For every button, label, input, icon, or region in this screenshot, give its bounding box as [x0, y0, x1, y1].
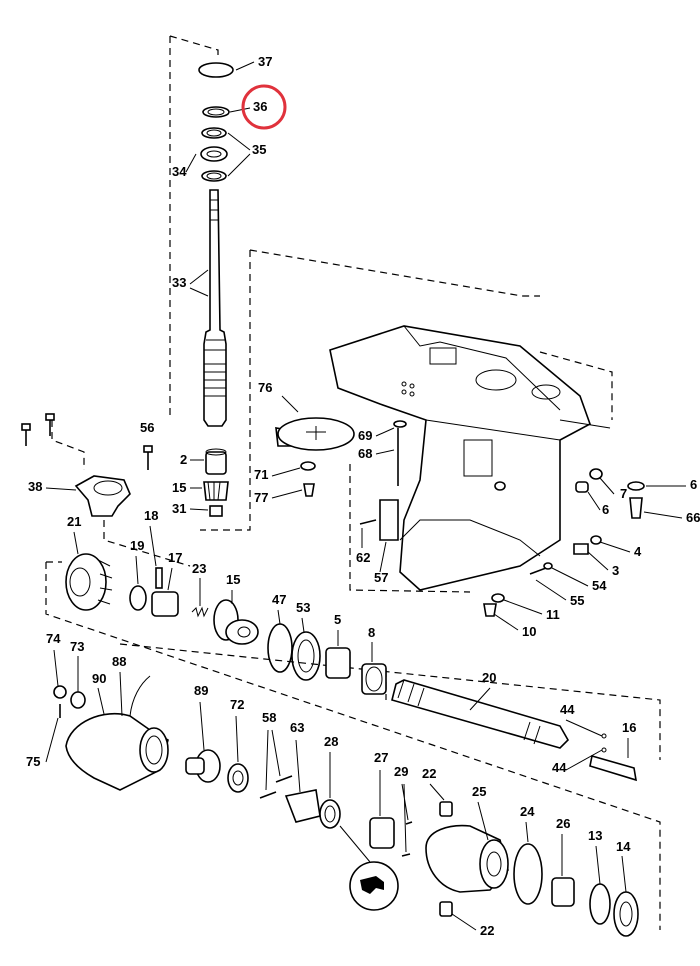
callout-c17: 17 [168, 550, 182, 565]
callout-c44b: 44 [552, 760, 567, 775]
callout-c21: 21 [67, 514, 81, 529]
callout-c26: 26 [556, 816, 570, 831]
callout-c71: 71 [254, 467, 268, 482]
callout-c62: 62 [356, 550, 370, 565]
bearing-carrier-assembly [259, 775, 639, 937]
callout-c6b: 6 [602, 502, 609, 517]
callout-c68: 68 [358, 446, 372, 461]
callout-c53: 53 [296, 600, 310, 615]
callout-c27: 27 [374, 750, 388, 765]
callout-c2: 2 [180, 452, 187, 467]
callout-c56: 56 [140, 420, 154, 435]
callout-c89: 89 [194, 683, 208, 698]
o-ring-24 [513, 843, 543, 905]
bearing-26 [551, 877, 575, 907]
callout-c74: 74 [46, 631, 61, 646]
callout-c34: 34 [172, 164, 187, 179]
callout-c33: 33 [172, 275, 186, 290]
o-ring-37 [198, 62, 234, 78]
callout-c16: 16 [622, 720, 636, 735]
propeller-shaft-20 [391, 679, 638, 782]
drive-shaft-33 [203, 189, 227, 427]
bearing-housing-38 [74, 475, 131, 517]
callout-c24: 24 [520, 804, 535, 819]
forward-gear-assembly [21, 413, 387, 695]
anode-76 [275, 417, 355, 497]
callout-c54: 54 [592, 578, 607, 593]
callout-c47: 47 [272, 592, 286, 607]
callout-c63: 63 [290, 720, 304, 735]
callout-c73: 73 [70, 639, 84, 654]
callout-c13: 13 [588, 828, 602, 843]
forward-gear-21 [65, 553, 107, 611]
callout-c22b: 22 [480, 923, 494, 938]
callout-c10: 10 [522, 624, 536, 639]
callout-c22a: 22 [422, 766, 436, 781]
washer-36 [202, 106, 230, 118]
bearing-27 [369, 817, 395, 849]
thrust-bearing-34 [200, 146, 228, 162]
callout-c66: 66 [686, 510, 700, 525]
callout-c35: 35 [252, 142, 266, 157]
tool-symbol [339, 825, 399, 911]
callout-c38: 38 [28, 479, 42, 494]
callout-c36: 36 [253, 99, 267, 114]
callout-c11: 11 [546, 607, 560, 622]
callout-c88: 88 [112, 654, 126, 669]
callout-c7: 7 [620, 486, 627, 501]
callout-c31: 31 [172, 501, 186, 516]
callout-c55: 55 [570, 593, 584, 608]
callout-c72: 72 [230, 697, 244, 712]
leader-lines [45, 61, 686, 931]
pinion-15 [203, 481, 229, 501]
callout-c29: 29 [394, 764, 408, 779]
retainer-63 [284, 789, 321, 823]
callout-c20: 20 [482, 670, 496, 685]
callout-c57: 57 [374, 570, 388, 585]
callout-c18: 18 [144, 508, 158, 523]
callout-c25: 25 [472, 784, 486, 799]
callout-c15a: 15 [172, 480, 186, 495]
bushing-2 [205, 451, 227, 475]
callout-c19: 19 [130, 538, 144, 553]
callout-c28: 28 [324, 734, 338, 749]
drive-shaft-assembly [198, 62, 234, 517]
right-hardware [359, 468, 645, 617]
callout-c75: 75 [26, 754, 40, 769]
callout-c14: 14 [616, 839, 631, 854]
callout-c37: 37 [258, 54, 272, 69]
callout-c69: 69 [358, 428, 372, 443]
callout-c8: 8 [368, 625, 375, 640]
gearcase-housing [329, 325, 611, 591]
callout-c77: 77 [254, 490, 268, 505]
group-outlines [45, 35, 661, 930]
housing-body [329, 325, 591, 591]
propeller-assembly [53, 675, 249, 793]
callout-c4: 4 [634, 544, 642, 559]
nut-31 [209, 505, 223, 517]
callout-c15b: 15 [226, 572, 240, 587]
callout-c6a: 6 [690, 477, 697, 492]
callout-c44a: 44 [560, 702, 575, 717]
trim-tab-57 [379, 499, 399, 541]
callout-c58: 58 [262, 710, 276, 725]
callout-c5: 5 [334, 612, 341, 627]
callout-c76: 76 [258, 380, 272, 395]
callout-c23: 23 [192, 561, 206, 576]
callout-c90: 90 [92, 671, 106, 686]
callout-c3: 3 [612, 563, 619, 578]
highlight-circle [241, 84, 287, 130]
